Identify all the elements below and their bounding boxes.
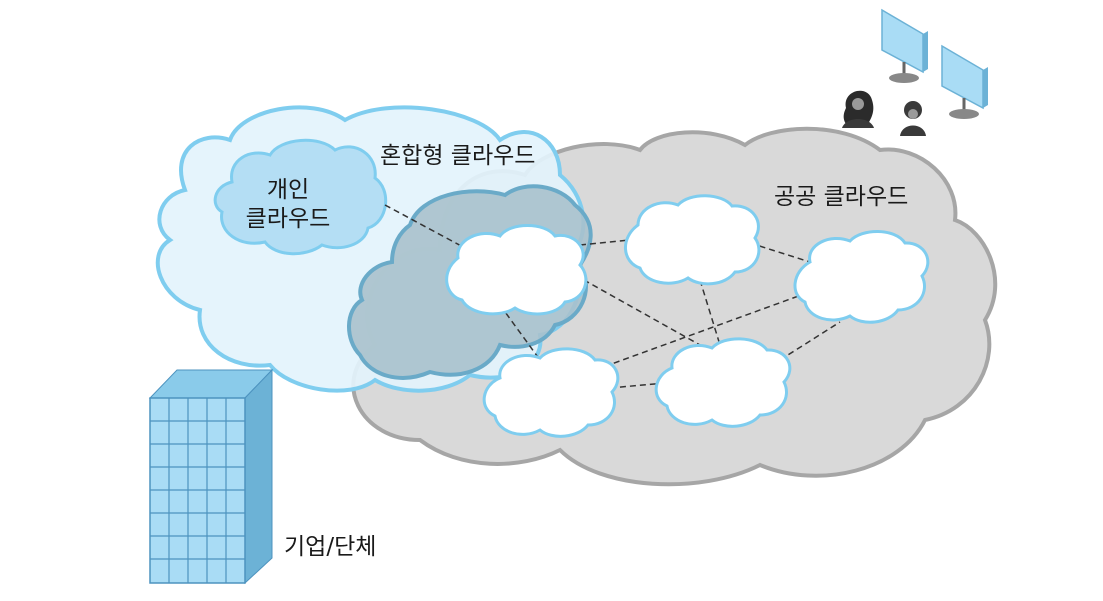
public-cloud-label: 공공 클라우드: [774, 184, 909, 210]
network-node: [445, 224, 588, 316]
office-building-icon: [148, 368, 274, 585]
network-node: [624, 194, 761, 286]
user-female-icon: [842, 90, 874, 128]
private-cloud-label: 개인 클라우드: [228, 176, 348, 234]
private-cloud-label-line1: 개인: [266, 177, 310, 203]
network-nodes: [445, 194, 930, 438]
network-node: [482, 347, 620, 438]
monitor-icon: [941, 44, 988, 119]
hybrid-cloud-label: 혼합형 클라우드: [380, 143, 536, 169]
private-cloud-label-line2: 클라우드: [245, 205, 331, 232]
network-node: [654, 337, 792, 428]
network-node: [793, 230, 930, 324]
user-male-icon: [900, 101, 926, 136]
monitor-icon: [881, 8, 928, 83]
private-cloud-inner: [213, 138, 388, 256]
enterprise-label: 기업/단체: [284, 534, 377, 560]
